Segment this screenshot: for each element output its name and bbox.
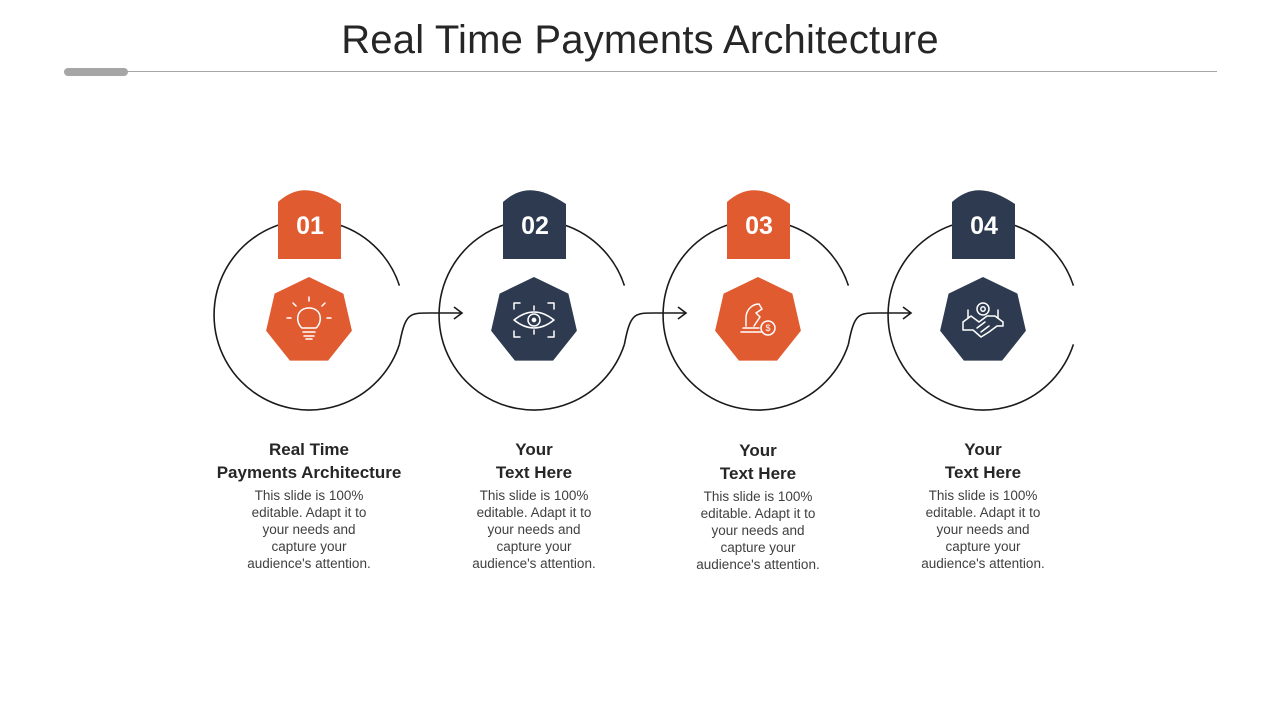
step-1-number-tab <box>278 190 341 259</box>
step-3-ring <box>662 219 850 411</box>
title-accent-bar <box>64 68 128 76</box>
handshake-gear-icon <box>962 302 1004 338</box>
step-1-number: 01 <box>296 212 324 240</box>
connector-3-4 <box>847 312 911 345</box>
step-2-number-tab <box>503 190 566 259</box>
chess-knight-coin-icon: $ <box>740 303 776 336</box>
connector-1-2 <box>398 312 462 345</box>
step-4-number-tab <box>952 190 1015 259</box>
step-1: 01 <box>266 190 352 361</box>
arrowhead-1-2 <box>453 306 464 320</box>
step-2-number: 02 <box>521 212 549 240</box>
step-2-title: Your Text Here <box>495 440 573 482</box>
step-2-description: This slide is 100% editable. Adapt it to… <box>472 488 596 571</box>
svg-text:$: $ <box>765 323 770 333</box>
step-3-description: This slide is 100% editable. Adapt it to… <box>696 489 820 572</box>
lightbulb-icon <box>286 296 332 340</box>
step-3-number-tab <box>727 190 790 259</box>
connector-2-3 <box>623 312 686 345</box>
step-4-ring <box>887 219 1075 411</box>
step-1-title: Real Time Payments Architecture <box>216 440 402 482</box>
eye-target-icon <box>513 302 555 338</box>
arrowhead-3-4 <box>902 306 913 320</box>
step-2: 02 <box>491 190 577 361</box>
step-3-number: 03 <box>745 212 773 240</box>
arrowhead-2-3 <box>677 306 688 320</box>
step-4-description: This slide is 100% editable. Adapt it to… <box>921 488 1045 571</box>
step-1-text: Real Time Payments Architecture This sli… <box>209 438 409 572</box>
step-4-title: Your Text Here <box>944 440 1022 482</box>
step-3-title: Your Text Here <box>719 441 797 483</box>
step-3: 03 $ <box>715 190 801 361</box>
step-3-text: Your Text Here This slide is 100% editab… <box>658 439 858 573</box>
step-2-ring <box>438 219 626 411</box>
step-1-description: This slide is 100% editable. Adapt it to… <box>247 488 371 571</box>
page-title: Real Time Payments Architecture <box>341 18 939 62</box>
step-4-text: Your Text Here This slide is 100% editab… <box>883 438 1083 572</box>
step-4-number: 04 <box>970 212 998 240</box>
title-divider <box>64 71 1217 72</box>
step-1-badge <box>266 277 352 361</box>
step-1-ring <box>213 219 401 411</box>
step-4: 04 <box>940 190 1026 361</box>
step-2-text: Your Text Here This slide is 100% editab… <box>434 438 634 572</box>
